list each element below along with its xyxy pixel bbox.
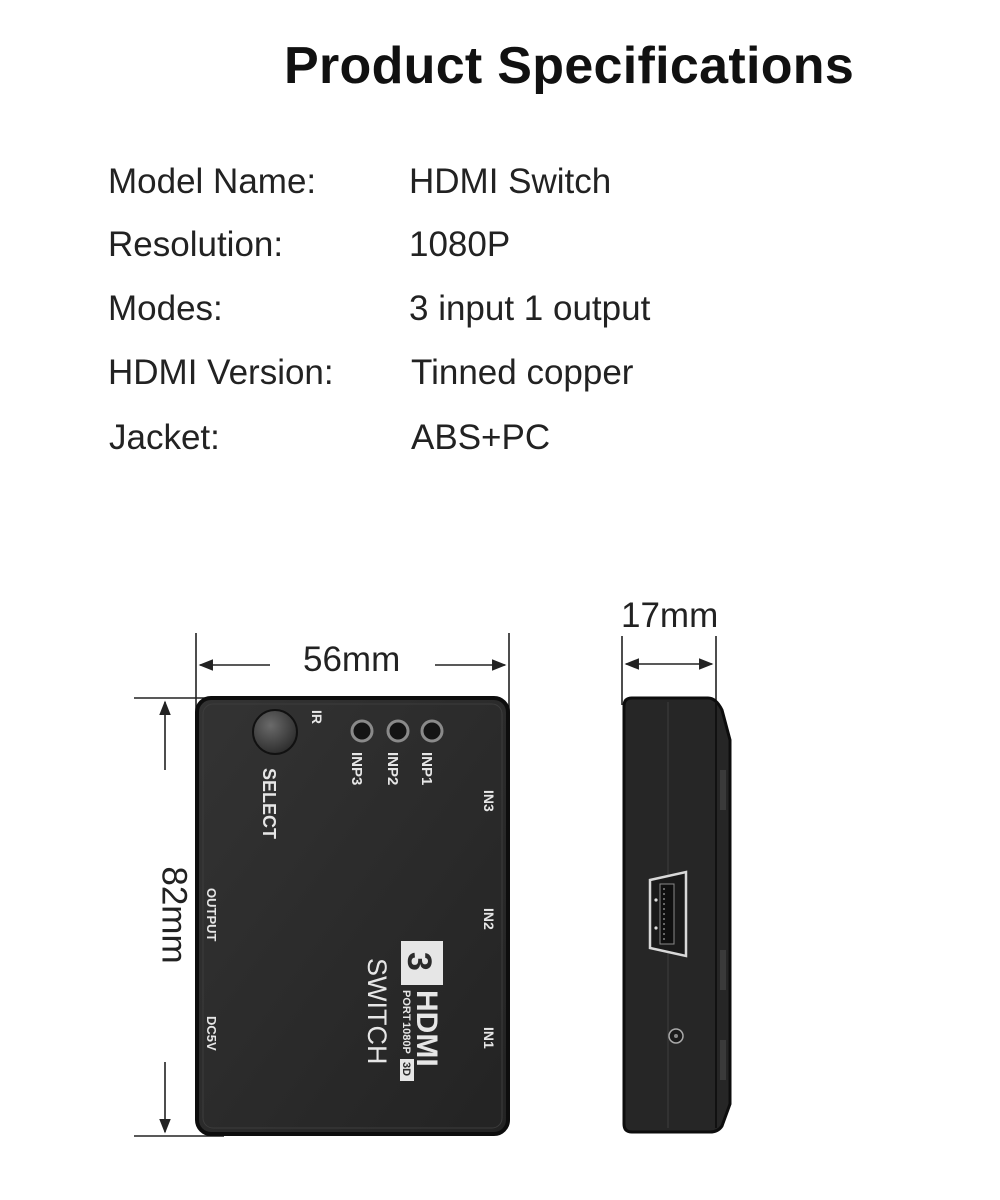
input-label-in1: IN1 <box>481 1027 497 1049</box>
spec-value: Tinned copper <box>411 353 634 392</box>
dc-port-icon <box>668 1028 684 1044</box>
logo-switch: SWITCH <box>362 958 392 1064</box>
device-logo: 3 PORT 1080P 3D HDMI SWITCH <box>362 941 443 1081</box>
spec-label: HDMI Version: <box>108 353 334 392</box>
device-side-view <box>622 696 732 1134</box>
spec-label: Model Name: <box>108 162 317 201</box>
width-dimension <box>195 633 510 712</box>
depth-dimension-label: 17mm <box>621 596 719 635</box>
width-dimension-label: 56mm <box>303 640 401 679</box>
spec-value: 3 input 1 output <box>409 289 651 328</box>
logo-port: PORT <box>400 990 412 1021</box>
logo-number: 3 <box>400 952 438 971</box>
logo-3d: 3D <box>400 1062 412 1076</box>
hdmi-port-icon <box>648 870 688 958</box>
led-label-inp2: INP2 <box>384 752 401 785</box>
spec-label: Resolution: <box>108 225 284 264</box>
logo-resolution: 1080P <box>400 1022 412 1054</box>
ir-label: IR <box>309 710 325 724</box>
input-label-in2: IN2 <box>481 908 497 930</box>
spec-label: Jacket: <box>109 418 220 457</box>
select-button-icon <box>252 709 298 755</box>
output-label: OUTPUT <box>204 888 219 942</box>
led-label-inp3: INP3 <box>348 752 365 785</box>
spec-value: ABS+PC <box>411 418 551 457</box>
led-inp3-icon <box>350 719 374 743</box>
led-inp1-icon <box>420 719 444 743</box>
led-inp2-icon <box>386 719 410 743</box>
select-label: SELECT <box>259 768 279 839</box>
spec-value: 1080P <box>409 225 511 264</box>
page-title: Product Specifications <box>284 37 855 95</box>
device-front-view: IR SELECT INP3 INP2 INP1 OUTPUT DC5V IN3… <box>195 696 510 1136</box>
spec-label: Modes: <box>108 289 223 328</box>
spec-value: HDMI Switch <box>409 162 612 201</box>
logo-brand: HDMI <box>410 990 443 1067</box>
depth-dimension <box>621 636 717 705</box>
led-label-inp1: INP1 <box>418 752 435 785</box>
dc-label: DC5V <box>204 1016 219 1051</box>
input-label-in3: IN3 <box>481 790 497 812</box>
